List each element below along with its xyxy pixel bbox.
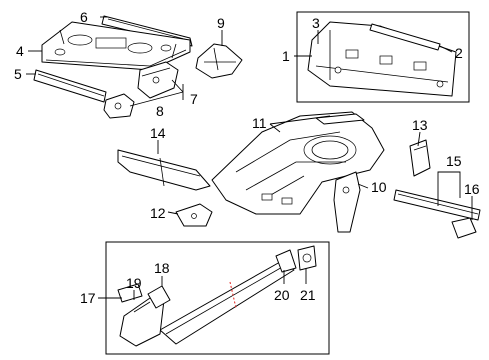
- callout-21: 21: [300, 287, 316, 303]
- callout-5: 5: [14, 66, 22, 82]
- callout-16: 16: [464, 181, 480, 197]
- detail-box-back-panel: [296, 11, 470, 103]
- callout-4: 4: [16, 43, 24, 59]
- part-20-bracket: [275, 249, 297, 273]
- part-9-bracket: [195, 43, 243, 79]
- part-17-rail-assembly: [119, 261, 295, 347]
- callout-1: 1: [282, 48, 290, 64]
- callout-9: 9: [217, 15, 225, 31]
- callout-19: 19: [126, 275, 142, 291]
- callout-labels: 1 2 3 4 5 6 7 8 9 10 11 12 13 14 15 16 1…: [14, 9, 480, 306]
- leader-lines: [26, 16, 473, 300]
- part-4-rear-shelf: [41, 21, 191, 71]
- callout-13: 13: [412, 117, 428, 133]
- callout-12: 12: [150, 205, 166, 221]
- part-18-bracket: [147, 285, 171, 309]
- part-14-cross-member: [117, 149, 211, 191]
- callout-10: 10: [371, 179, 387, 195]
- part-10-side-reinforcement: [333, 171, 361, 233]
- part-11-floor-pan: [211, 111, 385, 215]
- callout-20: 20: [274, 287, 290, 303]
- callout-7: 7: [190, 91, 198, 107]
- cut-marker: [229, 281, 237, 309]
- callout-8: 8: [156, 103, 164, 119]
- callout-3: 3: [312, 15, 320, 31]
- part-8-brackets: [103, 61, 179, 119]
- callout-11: 11: [252, 115, 267, 131]
- callout-2: 2: [455, 45, 463, 61]
- part-21-plate: [297, 245, 317, 271]
- callout-17: 17: [80, 290, 96, 306]
- callout-15: 15: [446, 153, 462, 169]
- part-2-reinforcement: [369, 23, 441, 51]
- part-12-bracket: [175, 203, 213, 227]
- part-13-bracket: [409, 139, 431, 177]
- callout-14: 14: [150, 125, 166, 141]
- part-16-bracket: [451, 217, 477, 239]
- callout-6: 6: [80, 9, 88, 25]
- part-5-shelf-strip: [33, 69, 107, 103]
- callout-18: 18: [154, 260, 170, 276]
